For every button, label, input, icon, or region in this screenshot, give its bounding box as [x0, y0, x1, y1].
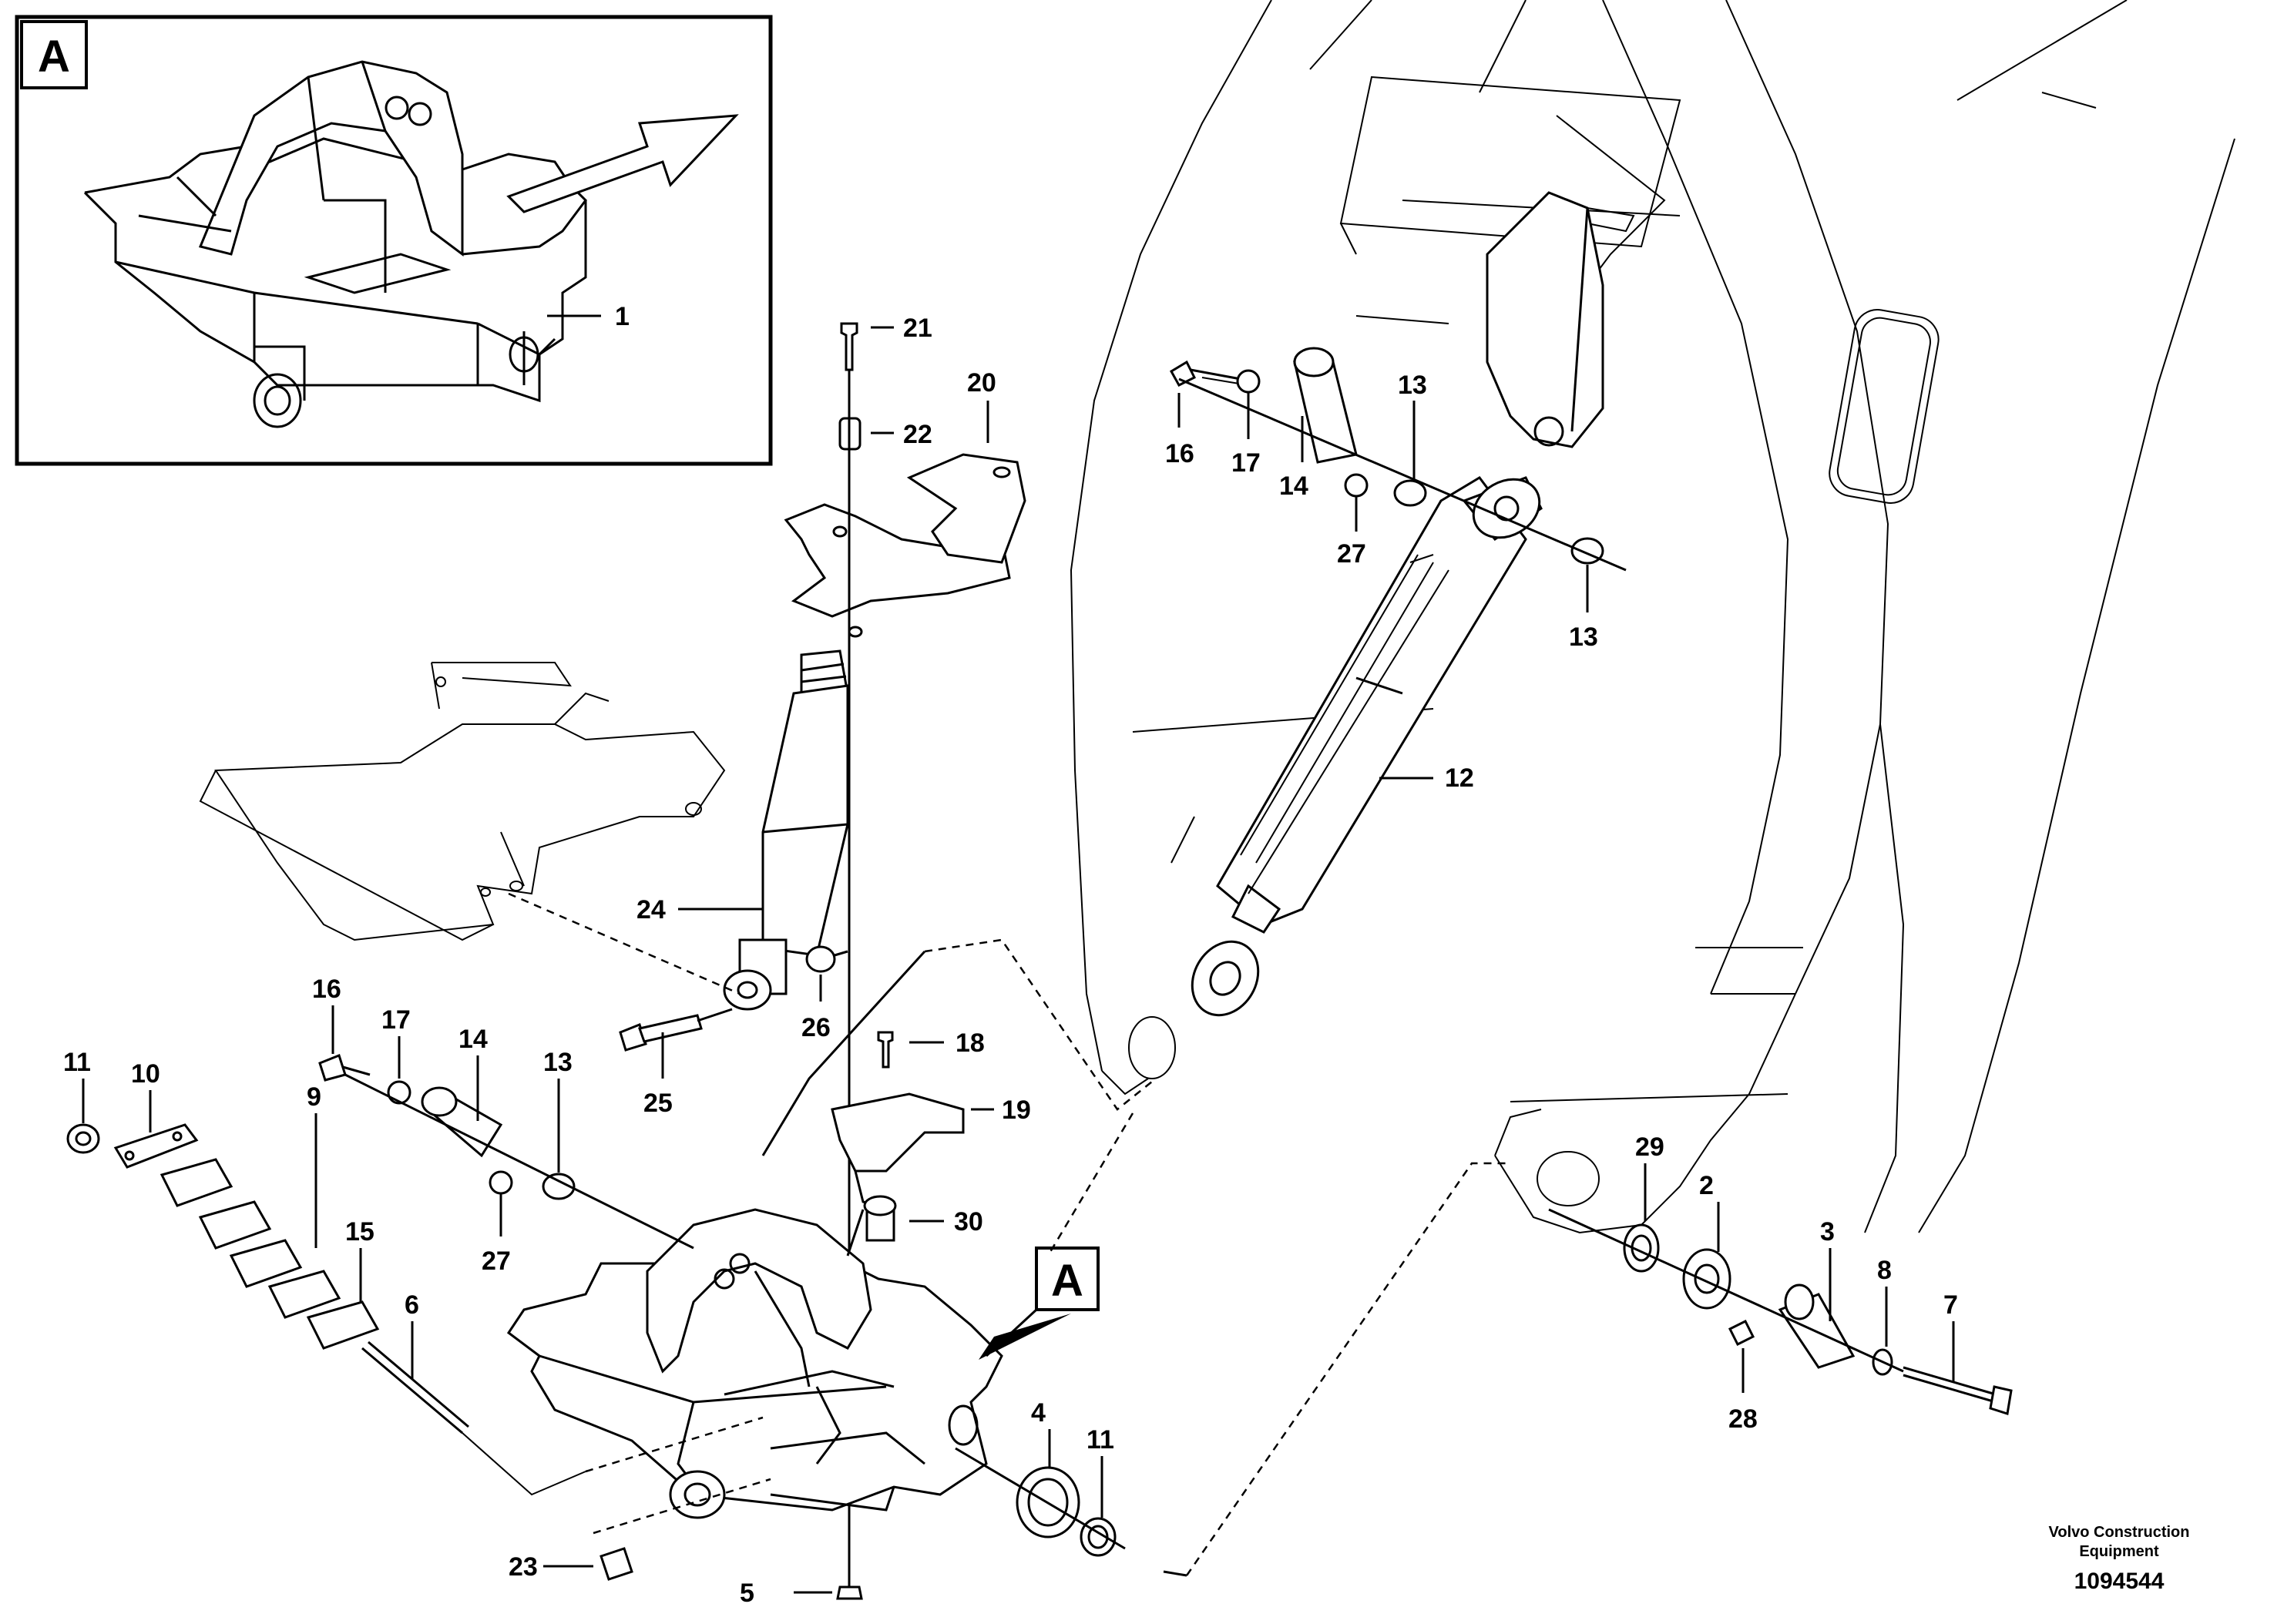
dashed-connectors — [585, 938, 1510, 1577]
brand-line-1: Volvo Construction — [2049, 1524, 2190, 1541]
part-1-front-frame — [506, 1208, 1003, 1519]
lower-pin-axis — [955, 1447, 1126, 1550]
part-number-label: 3 — [1820, 1217, 1835, 1247]
part-9-spacer-stack: 9 15 — [160, 1082, 380, 1350]
part-number-label: 26 — [801, 1013, 831, 1042]
direction-arrow — [506, 114, 739, 213]
part-23-nut: 5 — [740, 1579, 863, 1608]
part-number-label: 9 — [307, 1082, 321, 1112]
part-number-label: 11 — [1087, 1425, 1114, 1455]
part-18-bolt: 18 — [877, 1028, 985, 1069]
part-number-label: 11 — [63, 1048, 91, 1077]
part-12-cylinder: 12 — [1191, 476, 1543, 1017]
part-number-label: 18 — [956, 1028, 985, 1058]
part-number-label: 17 — [1231, 448, 1261, 478]
part-number-label: 5 — [740, 1579, 754, 1608]
part-number-label: 8 — [1877, 1256, 1892, 1285]
part-number-label: 28 — [1728, 1404, 1758, 1434]
svg-text:A: A — [1051, 1256, 1083, 1306]
document-number: 1094544 — [2074, 1569, 2165, 1594]
part-30-bushing: 30 — [863, 1195, 983, 1242]
part-number-label: 29 — [1635, 1132, 1664, 1162]
stud-guide — [462, 1432, 586, 1496]
part-11-nut-upper: 11 — [63, 1048, 100, 1154]
part-number-label: 19 — [1002, 1096, 1031, 1125]
part-number-label: 25 — [643, 1089, 673, 1118]
callout-1: 1 — [547, 302, 630, 331]
part-number-label: 27 — [1337, 539, 1366, 569]
part-number-label: 14 — [1279, 471, 1308, 501]
part-21-bolt: 21 — [840, 314, 932, 371]
part-number-label: 12 — [1445, 763, 1474, 793]
part-2-pin: 3 — [1778, 1217, 1856, 1369]
part-4-washer: 11 — [1080, 1425, 1117, 1557]
part-7-stud: 6 — [361, 1290, 469, 1434]
part-10-plate: 10 — [113, 1059, 199, 1169]
part-number-label: 20 — [967, 368, 996, 398]
part-19-bracket: 19 — [831, 1092, 1031, 1211]
brand-line-2: Equipment — [2079, 1543, 2159, 1560]
part-number-label: 6 — [405, 1290, 419, 1320]
inset-frame-drawing — [83, 60, 587, 428]
part-11-nut-lower: 23 — [509, 1547, 633, 1582]
lift-arm-outline — [1070, 0, 2235, 1234]
part-number-label: 30 — [954, 1207, 983, 1236]
part-20-bracket: 20 — [784, 368, 1026, 638]
part-29-plate: 2 — [1682, 1171, 1731, 1310]
left-pin-set: 16 17 14 27 13 — [312, 975, 694, 1276]
part-number-label: 15 — [345, 1217, 374, 1247]
part-number-label: 1 — [615, 302, 630, 331]
part-3-washer: 8 — [1872, 1256, 1893, 1376]
part-22-bushing: 22 — [838, 417, 932, 451]
part-number-label: 4 — [1031, 1398, 1046, 1428]
part-number-label: 21 — [903, 314, 932, 343]
top-right-pin-set: 16 17 14 27 13 13 — [1165, 347, 1627, 652]
part-number-label: 17 — [381, 1005, 411, 1035]
dashed-guide-rear — [508, 892, 741, 995]
part-5-bearing: 29 — [1623, 1132, 1664, 1273]
part-number-label: 13 — [1569, 622, 1598, 652]
part-8-bolt: 7 — [1903, 1290, 2013, 1415]
part-28-bolt: 28 — [1728, 1319, 1758, 1434]
part-number-label: 22 — [903, 420, 932, 449]
part-number-label: 13 — [543, 1048, 573, 1077]
rear-frame-ghost — [199, 662, 726, 941]
right-pin-axis — [1548, 1208, 1904, 1373]
part-number-label: 16 — [312, 975, 341, 1004]
part-number-label: 7 — [1943, 1290, 1958, 1320]
part-number-label: 27 — [482, 1247, 511, 1276]
part-number-label: 10 — [131, 1059, 160, 1089]
part-number-label: 14 — [458, 1025, 488, 1054]
part-26-nut: 26 — [801, 945, 848, 1042]
publisher-block: Volvo Construction Equipment 1094544 — [2049, 1524, 2190, 1594]
part-24-shock-absorber: 24 — [636, 649, 849, 1011]
part-number-label: 23 — [509, 1552, 538, 1582]
inset-label: A — [38, 32, 70, 82]
view-a-marker: A — [979, 1247, 1100, 1360]
connector-line — [846, 1209, 865, 1257]
part-number-label: 13 — [1398, 371, 1427, 400]
part-25-bolt: 25 — [619, 1008, 733, 1118]
part-number-label: 24 — [636, 895, 666, 924]
part-number-label: 2 — [1699, 1171, 1714, 1200]
part-number-label: 16 — [1165, 439, 1194, 468]
